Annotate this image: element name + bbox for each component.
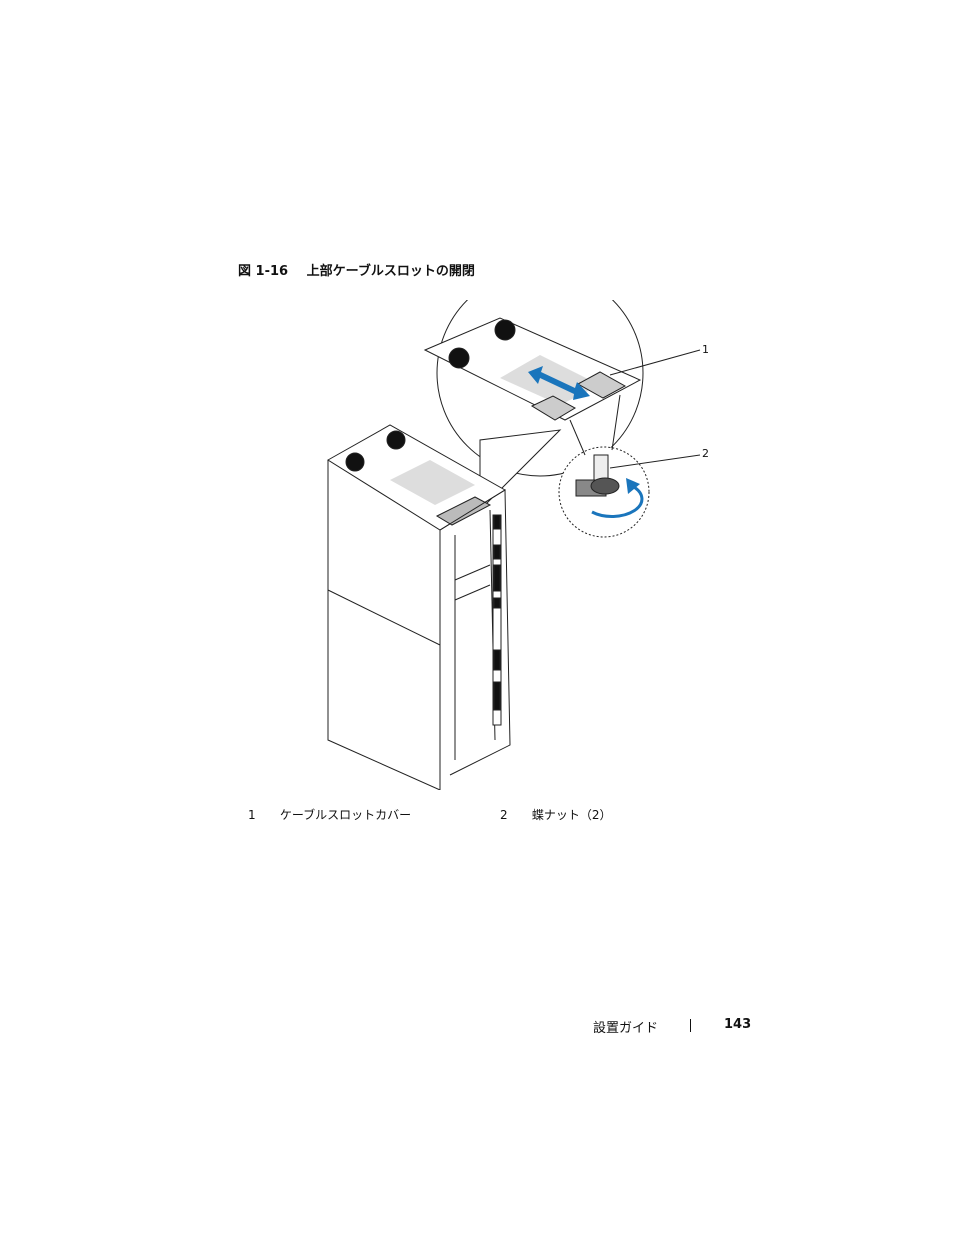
legend-number: 2 bbox=[500, 808, 528, 822]
footer-section-title: 設置ガイド bbox=[593, 1017, 658, 1036]
figure-title: 上部ケーブルスロットの開閉 bbox=[307, 264, 475, 279]
callout-2-number: 2 bbox=[702, 447, 709, 460]
legend-label: 蝶ナット（2） bbox=[532, 808, 612, 822]
legend-item-1: 1 ケーブルスロットカバー bbox=[248, 806, 411, 823]
figure-number: 図 1-16 bbox=[238, 264, 288, 279]
rack-illustration bbox=[320, 300, 720, 790]
figure-caption: 図 1-16 上部ケーブルスロットの開閉 bbox=[238, 260, 475, 279]
page-number: 143 bbox=[724, 1017, 751, 1032]
legend-number: 1 bbox=[248, 808, 276, 822]
legend-item-2: 2 蝶ナット（2） bbox=[500, 806, 611, 823]
callout-1-number: 1 bbox=[702, 343, 709, 356]
legend-label: ケーブルスロットカバー bbox=[280, 808, 411, 822]
footer-divider bbox=[690, 1019, 691, 1032]
